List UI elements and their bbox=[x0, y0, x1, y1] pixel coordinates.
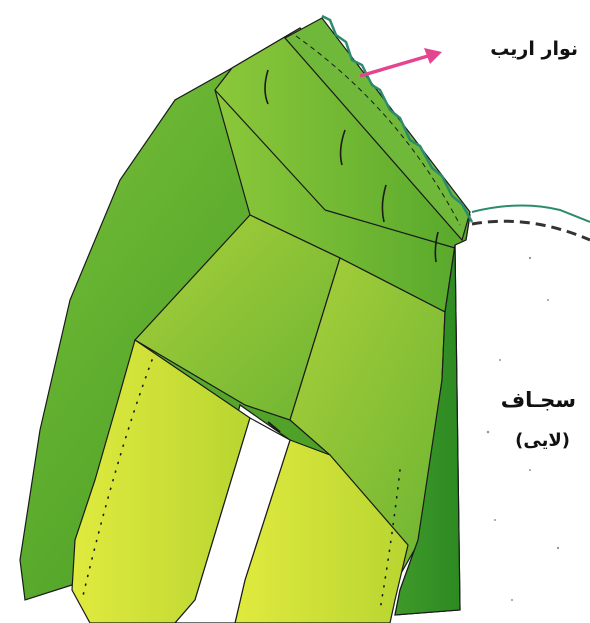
interfacing-label: (لایی) bbox=[515, 430, 570, 451]
speckles bbox=[487, 257, 560, 601]
facing-label: سجـاف bbox=[501, 388, 576, 412]
bias-tape-label: نوار اریب bbox=[490, 38, 578, 60]
arrow-right-icon bbox=[360, 48, 442, 76]
